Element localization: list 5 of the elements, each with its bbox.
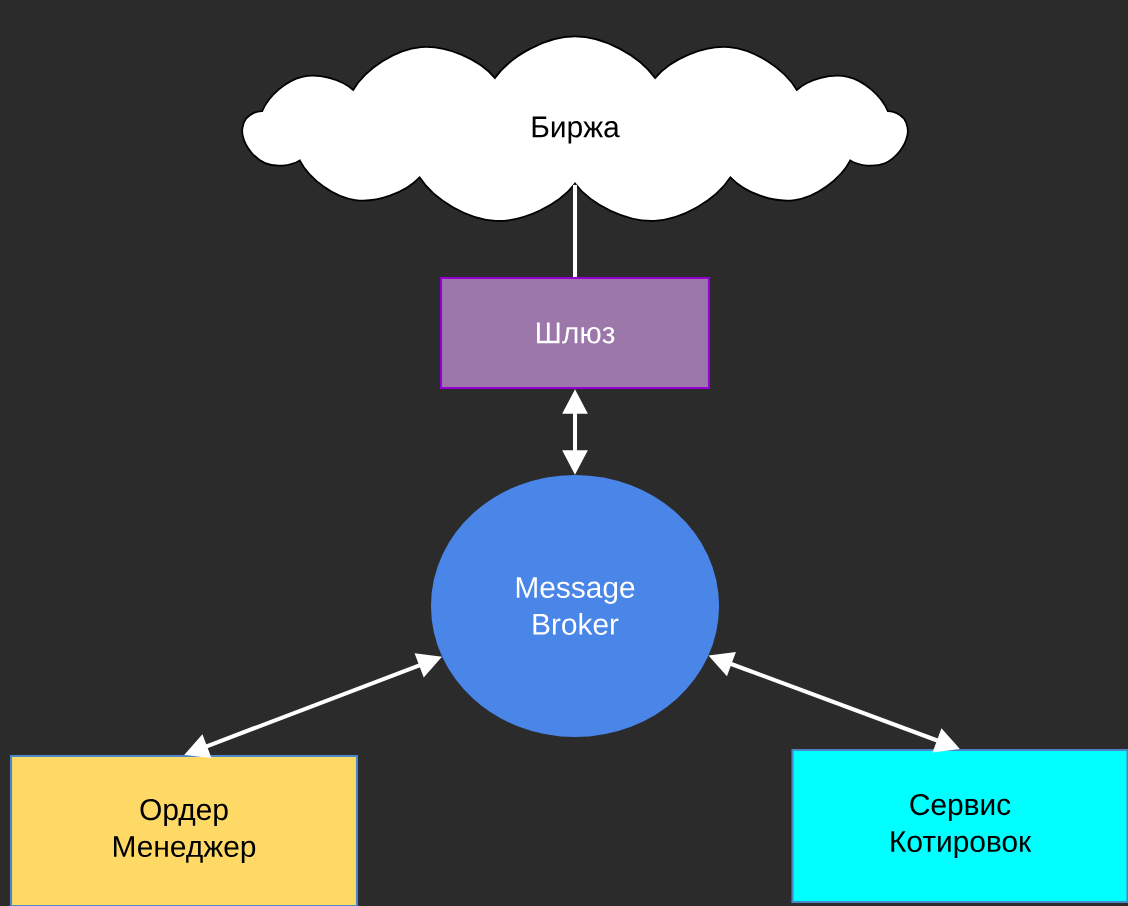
connector-line [573,184,578,277]
quote-service-box: Сервис Котировок [791,748,1128,904]
gateway-box: Шлюз [439,276,711,390]
order-manager-box: Ордер Менеджер [9,754,359,906]
exchange-cloud: Биржа [241,35,909,222]
